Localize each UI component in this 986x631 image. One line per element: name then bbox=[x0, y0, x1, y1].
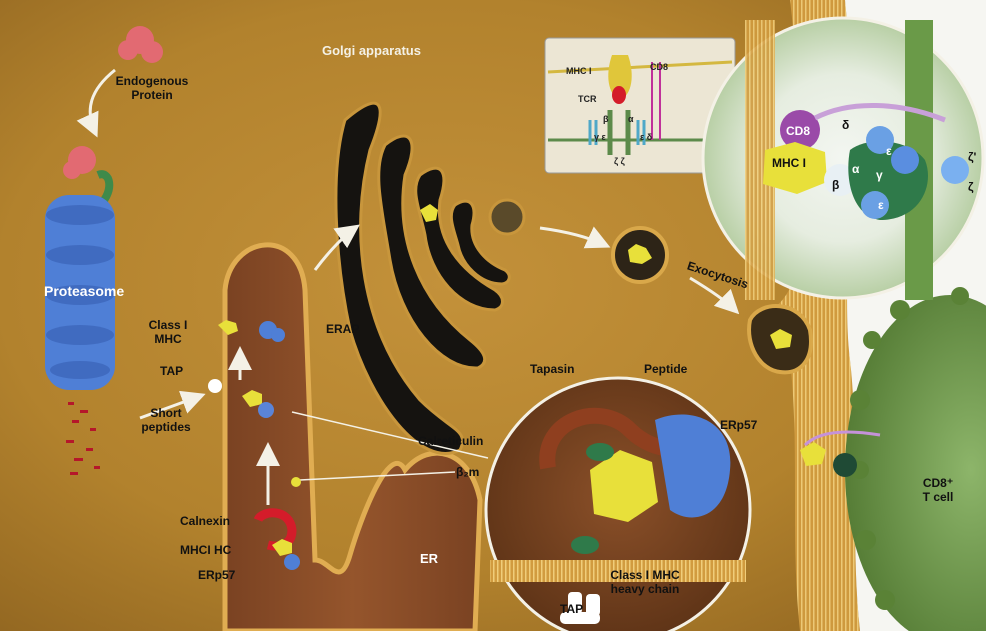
zoom-mhc-i-label: MHC I bbox=[772, 156, 806, 170]
erp57-label-right: ERp57 bbox=[720, 418, 757, 432]
zoom-zeta2-label: ζ bbox=[968, 180, 974, 194]
b2m-label: β₂m bbox=[456, 465, 479, 479]
golgi-label: Golgi apparatus bbox=[322, 44, 421, 58]
zoom-epsilon-top-label: ε bbox=[886, 144, 892, 158]
zoom-zeta1-label: ζ' bbox=[968, 150, 976, 164]
inset-alpha-label: α bbox=[628, 112, 634, 126]
proteasome-label: Proteasome bbox=[44, 284, 124, 298]
zoom-cd8-label: CD8 bbox=[786, 124, 810, 138]
inset-cd8-label: CD8 bbox=[650, 60, 668, 74]
peptide-label: Peptide bbox=[644, 362, 687, 376]
tap-label-bottom: TAP bbox=[560, 602, 583, 616]
inset-gamma-epsilon-label: γ ε bbox=[594, 130, 606, 144]
zoom-gamma-label: γ bbox=[876, 168, 883, 182]
erp57-label-left: ERp57 bbox=[198, 568, 235, 582]
golgi-vesicle bbox=[490, 200, 524, 234]
zoom-alpha-label: α bbox=[852, 162, 859, 176]
tap-label-left: TAP bbox=[160, 364, 183, 378]
zoom-beta-label: β bbox=[832, 178, 839, 192]
inset-zeta-label: ζ ζ bbox=[614, 154, 625, 168]
calreticulin-label: Calreticulin bbox=[418, 434, 483, 448]
er-label: ER bbox=[420, 552, 438, 566]
inset-beta-label: β bbox=[603, 112, 609, 126]
zoom-epsilon-bottom-label: ε bbox=[878, 198, 884, 212]
zoom-delta-label: δ bbox=[842, 118, 849, 132]
inset-mhc-i-label: MHC I bbox=[566, 64, 592, 78]
calnexin-label: Calnexin bbox=[180, 514, 230, 528]
tapasin-label: Tapasin bbox=[530, 362, 574, 376]
inset-tcr-label: TCR bbox=[578, 92, 597, 106]
cd8-t-cell-label: CD8⁺T cell bbox=[908, 476, 968, 504]
inset-epsilon-delta-label: ε δ bbox=[640, 130, 652, 144]
erap-label: ERAP bbox=[326, 322, 359, 336]
mhci-hc-label: MHCI HC bbox=[180, 543, 231, 557]
